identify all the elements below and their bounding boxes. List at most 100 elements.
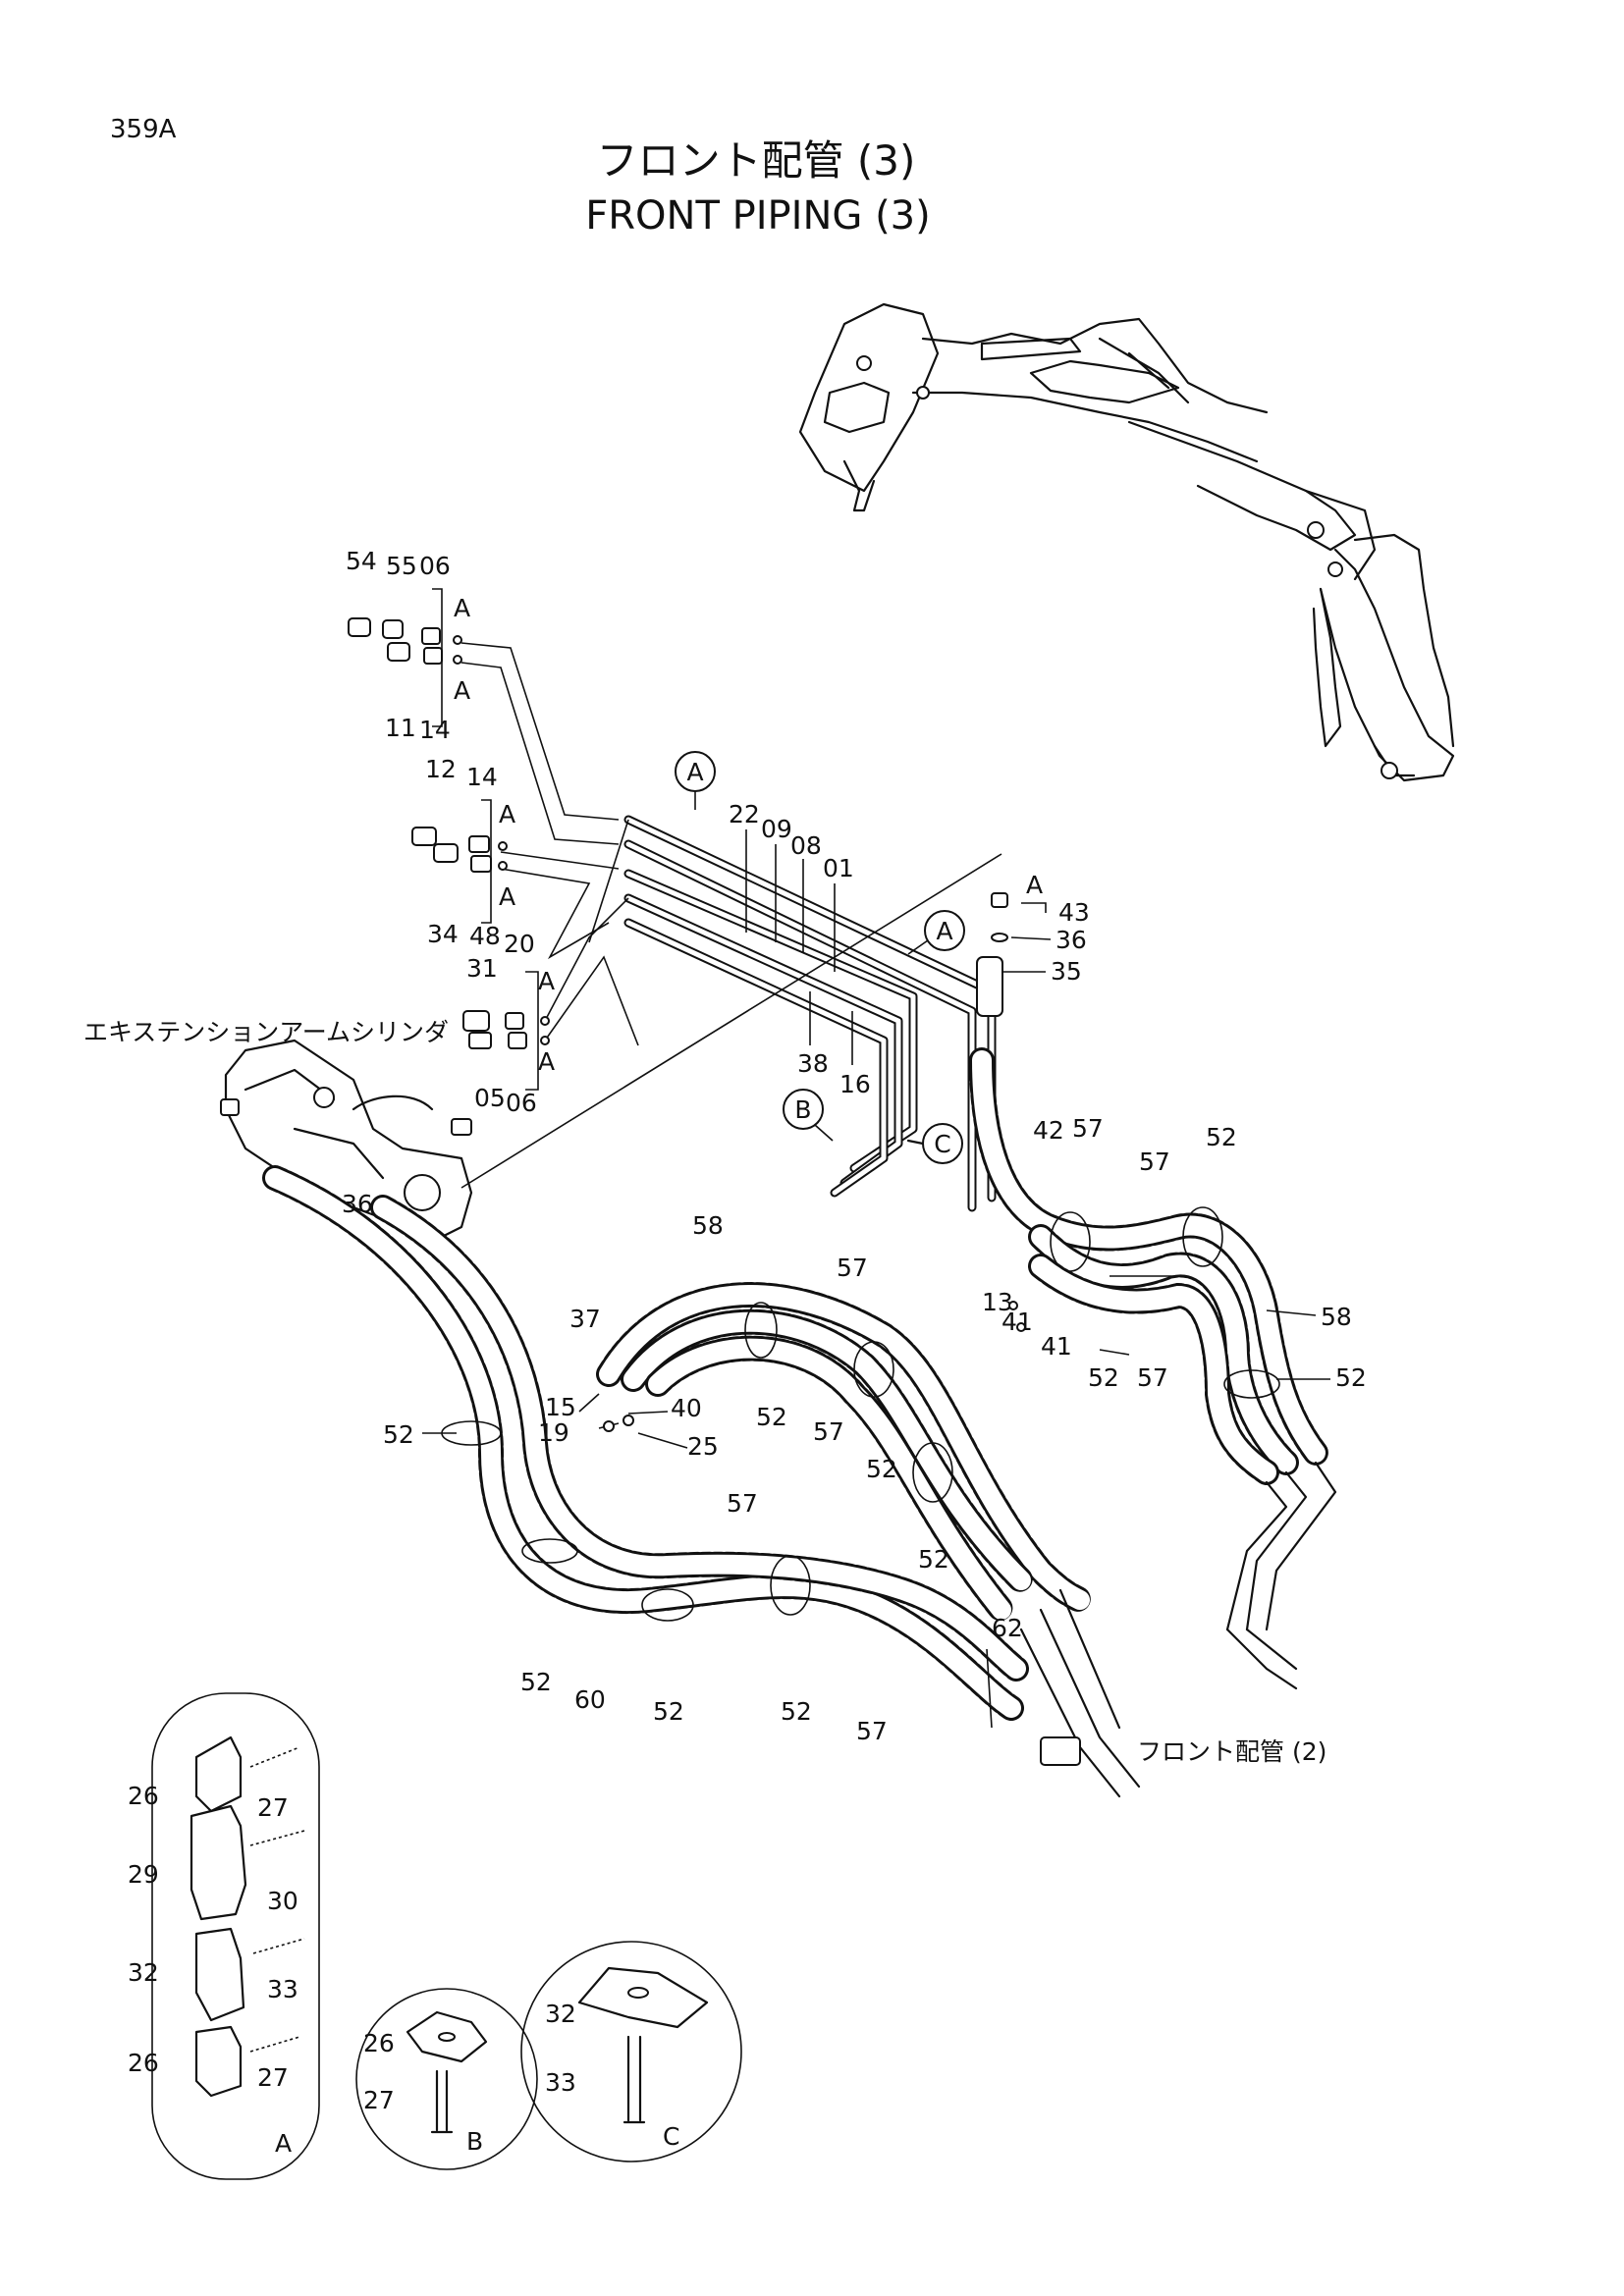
part-label: 57 [1072,1114,1104,1143]
part-label: 36 [342,1190,373,1218]
part-label: 57 [837,1254,868,1282]
svg-text:26: 26 [363,2029,395,2057]
part-label: 06 [419,552,451,580]
part-label: 31 [466,954,498,983]
svg-text:27: 27 [363,2086,395,2114]
part-label: 52 [756,1403,787,1431]
svg-text:A: A [275,2129,292,2158]
svg-text:A: A [454,594,470,622]
part-number-labels: 54 55 06 11 14 12 14 34 48 31 20 05 06 2… [342,547,1367,1745]
part-label: 11 [385,714,416,742]
fitting-group-right [976,892,1008,1017]
svg-text:29: 29 [128,1860,159,1889]
part-label: 55 [386,552,417,580]
part-label: 48 [469,922,501,950]
callout-C: C [906,1123,963,1164]
steel-pipe-bundle [460,815,1002,1212]
part-label: 52 [653,1697,684,1726]
hose-right-bundle [969,1047,1337,1690]
part-label: 58 [1321,1303,1352,1331]
part-label: 01 [823,854,854,882]
detail-view-A: 26 27 29 30 32 33 26 27 A [128,1692,320,2180]
part-label: 13 [982,1288,1013,1316]
fitting-group-middle [411,827,508,873]
front-piping-2-label: フロント配管 (2) [1137,1737,1326,1766]
cylinder-label: エキステンションアームシリンダ [83,1018,449,1046]
svg-text:A: A [538,967,555,995]
svg-text:C: C [934,1130,950,1158]
svg-text:A: A [686,758,703,786]
part-label: 22 [729,800,760,828]
part-label: 05 [474,1084,506,1112]
part-label: 52 [1206,1123,1237,1151]
svg-text:30: 30 [267,1887,298,1915]
extension-arm-cylinder [220,1039,473,1244]
callout-A-right: A [907,910,965,955]
svg-text:A: A [538,1047,555,1076]
part-label: 06 [506,1089,537,1117]
part-label: 14 [419,716,451,744]
svg-text:B: B [466,2127,483,2156]
svg-text:A: A [499,800,515,828]
front-piping-2-joint [1040,1736,1081,1766]
fitting-link-lines [460,642,639,1046]
callout-B: B [783,1089,834,1142]
part-label: 52 [520,1668,552,1696]
part-label: 42 [1033,1116,1064,1145]
part-label: 60 [574,1685,606,1714]
part-label: 52 [918,1545,949,1574]
part-label: 34 [427,920,459,948]
leader-lines [422,588,1330,1729]
part-label: 43 [1058,898,1090,927]
part-label: 40 [671,1394,702,1422]
svg-text:32: 32 [545,2000,576,2028]
lines-to-front-piping-2 [1019,1588,1141,1798]
svg-text:C: C [663,2122,679,2151]
part-label: 52 [1088,1363,1119,1392]
svg-text:A: A [454,676,470,705]
part-label: 52 [866,1455,897,1483]
hose-left-long [262,1165,1029,1721]
callout-A-top: A [675,751,716,810]
part-label: 15 [545,1393,576,1421]
part-label: 57 [856,1717,888,1745]
hose-middle-bundle [596,1282,1093,1623]
title-japanese: フロント配管 (3) [597,136,916,185]
detail-view-B: 26 27 B [355,1988,538,2170]
part-label: 35 [1051,957,1082,986]
part-label: 52 [1335,1363,1367,1392]
page-ref: 359A [110,115,177,144]
detail-view-C: 32 33 C [520,1941,742,2163]
part-label: 57 [727,1489,758,1518]
part-label: 57 [813,1417,844,1446]
part-label: 38 [797,1049,829,1078]
part-label: 25 [687,1432,719,1461]
svg-text:26: 26 [128,2049,159,2077]
part-label: 09 [761,815,792,843]
part-label: 16 [839,1070,871,1098]
part-label: 14 [466,763,498,791]
part-label: 37 [569,1305,601,1333]
part-label: 19 [538,1418,569,1447]
o-rings [603,1301,1026,1432]
fitting-group-lower [462,1010,550,1049]
svg-text:26: 26 [128,1782,159,1810]
fitting-tags: A A A A A A A [454,594,1043,1076]
svg-text:A: A [1026,871,1043,899]
svg-text:A: A [936,917,952,945]
part-label: 62 [992,1614,1023,1642]
part-label: 54 [346,547,377,575]
excavator-front-illustration [798,302,1455,782]
part-label: 57 [1139,1148,1170,1176]
part-label: 20 [504,930,535,958]
svg-text:32: 32 [128,1958,159,1987]
part-label: 12 [425,755,457,783]
part-label: 58 [692,1211,724,1240]
part-label: 52 [383,1420,414,1449]
hose-clamps [441,1206,1280,1622]
svg-text:33: 33 [545,2068,576,2097]
svg-text:27: 27 [257,2063,289,2092]
svg-text:33: 33 [267,1975,298,2003]
svg-text:A: A [499,882,515,911]
